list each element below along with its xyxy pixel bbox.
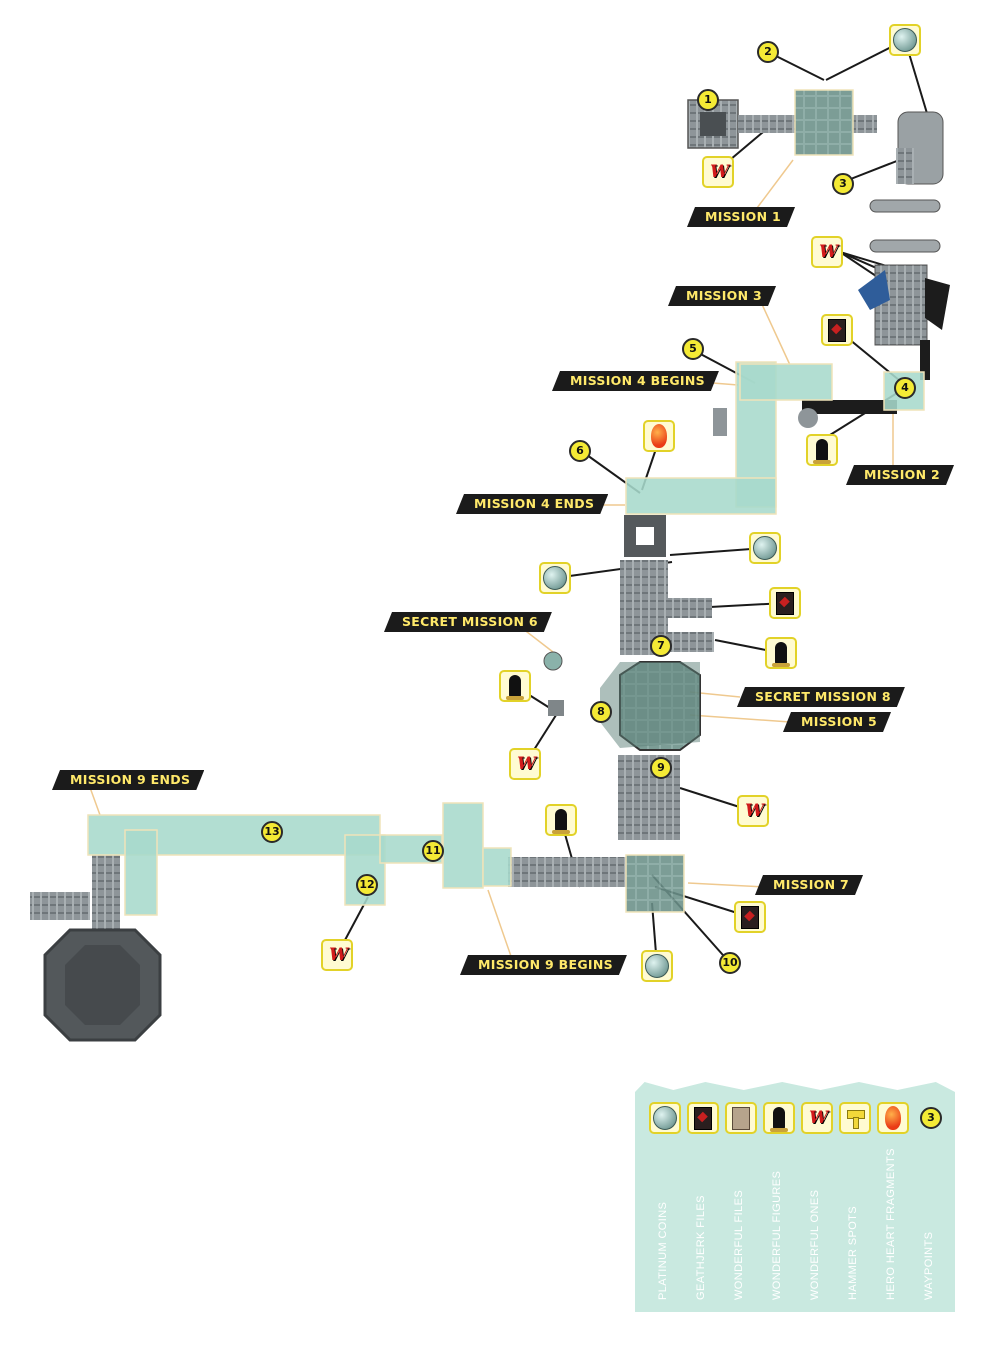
waypoint-8[interactable]: 8 bbox=[590, 701, 612, 723]
waypoint-7[interactable]: 7 bbox=[650, 635, 672, 657]
legend-label: PLATINUM COINS bbox=[657, 1201, 669, 1300]
hero-heart-fragment-icon bbox=[877, 1102, 909, 1134]
legend-label: GEATHJERK FILES bbox=[695, 1195, 707, 1300]
legend-item-wonderful-ones: W WONDERFUL ONES bbox=[799, 1100, 835, 1310]
wonderful-one-icon[interactable]: W bbox=[737, 795, 769, 827]
legend: PLATINUM COINS GEATHJERK FILES WONDERFUL… bbox=[635, 1082, 955, 1312]
waypoint-2[interactable]: 2 bbox=[757, 41, 779, 63]
hammer-spot-icon bbox=[839, 1102, 871, 1134]
geathjerk-file-icon[interactable] bbox=[821, 314, 853, 346]
waypoint-6[interactable]: 6 bbox=[569, 440, 591, 462]
legend-label: HAMMER SPOTS bbox=[847, 1205, 859, 1300]
wonderful-figure-icon[interactable] bbox=[765, 637, 797, 669]
platinum-coin-icon[interactable] bbox=[749, 532, 781, 564]
gray-structures bbox=[30, 99, 950, 1042]
wonderful-one-icon[interactable]: W bbox=[509, 748, 541, 780]
mission-1-label: MISSION 1 bbox=[687, 207, 795, 227]
wonderful-file-icon bbox=[725, 1102, 757, 1134]
mission-2-label: MISSION 2 bbox=[846, 465, 954, 485]
wonderful-figure-icon[interactable] bbox=[499, 670, 531, 702]
waypoint-1[interactable]: 1 bbox=[697, 89, 719, 111]
mission-3-label: MISSION 3 bbox=[668, 286, 776, 306]
legend-item-geathjerk-files: GEATHJERK FILES bbox=[685, 1100, 721, 1310]
wonderful-one-icon[interactable]: W bbox=[321, 939, 353, 971]
wonderful-one-icon[interactable]: W bbox=[811, 236, 843, 268]
legend-item-hammer-spots: HAMMER SPOTS bbox=[837, 1100, 873, 1310]
mission-4-ends-label: MISSION 4 ENDS bbox=[456, 494, 608, 514]
platinum-coin-icon[interactable] bbox=[641, 950, 673, 982]
geathjerk-file-icon[interactable] bbox=[734, 901, 766, 933]
geathjerk-file-icon[interactable] bbox=[769, 587, 801, 619]
platinum-coin-icon[interactable] bbox=[889, 24, 921, 56]
platinum-coin-icon[interactable] bbox=[539, 562, 571, 594]
legend-label: WONDERFUL FIGURES bbox=[771, 1170, 783, 1300]
waypoint-13[interactable]: 13 bbox=[261, 821, 283, 843]
platinum-coin-icon bbox=[649, 1102, 681, 1134]
waypoint-5[interactable]: 5 bbox=[682, 338, 704, 360]
wonderful-figure-icon[interactable] bbox=[806, 434, 838, 466]
hero-heart-fragment-icon[interactable] bbox=[643, 420, 675, 452]
legend-label: HERO HEART FRAGMENTS bbox=[885, 1148, 897, 1300]
legend-item-wonderful-files: WONDERFUL FILES bbox=[723, 1100, 759, 1310]
waypoint-9[interactable]: 9 bbox=[650, 757, 672, 779]
waypoint-11[interactable]: 11 bbox=[422, 840, 444, 862]
legend-item-platinum-coins: PLATINUM COINS bbox=[647, 1100, 683, 1310]
waypoint-12[interactable]: 12 bbox=[356, 874, 378, 896]
mission-9-ends-label: MISSION 9 ENDS bbox=[52, 770, 204, 790]
waypoint-4[interactable]: 4 bbox=[894, 377, 916, 399]
geathjerk-file-icon bbox=[687, 1102, 719, 1134]
mission-7-label: MISSION 7 bbox=[755, 875, 863, 895]
wonderful-one-icon[interactable]: W bbox=[702, 156, 734, 188]
mission-4-begins-label: MISSION 4 BEGINS bbox=[552, 371, 719, 391]
mission-9-begins-label: MISSION 9 BEGINS bbox=[460, 955, 627, 975]
legend-item-waypoints: 3 WAYPOINTS bbox=[913, 1100, 949, 1310]
legend-label: WAYPOINTS bbox=[923, 1231, 935, 1300]
waypoint-icon: 3 bbox=[920, 1107, 942, 1129]
legend-item-hero-heart-fragments: HERO HEART FRAGMENTS bbox=[875, 1100, 911, 1310]
wonderful-figure-icon bbox=[763, 1102, 795, 1134]
wonderful-figure-icon[interactable] bbox=[545, 804, 577, 836]
secret-mission-6-label: SECRET MISSION 6 bbox=[384, 612, 552, 632]
wonderful-one-icon: W bbox=[801, 1102, 833, 1134]
route-areas bbox=[87, 89, 925, 916]
secret-mission-8-label: SECRET MISSION 8 bbox=[737, 687, 905, 707]
mission-5-label: MISSION 5 bbox=[783, 712, 891, 732]
waypoint-3[interactable]: 3 bbox=[832, 173, 854, 195]
waypoint-10[interactable]: 10 bbox=[719, 952, 741, 974]
legend-item-wonderful-figures: WONDERFUL FIGURES bbox=[761, 1100, 797, 1310]
legend-label: WONDERFUL ONES bbox=[809, 1189, 821, 1300]
legend-label: WONDERFUL FILES bbox=[733, 1189, 745, 1300]
